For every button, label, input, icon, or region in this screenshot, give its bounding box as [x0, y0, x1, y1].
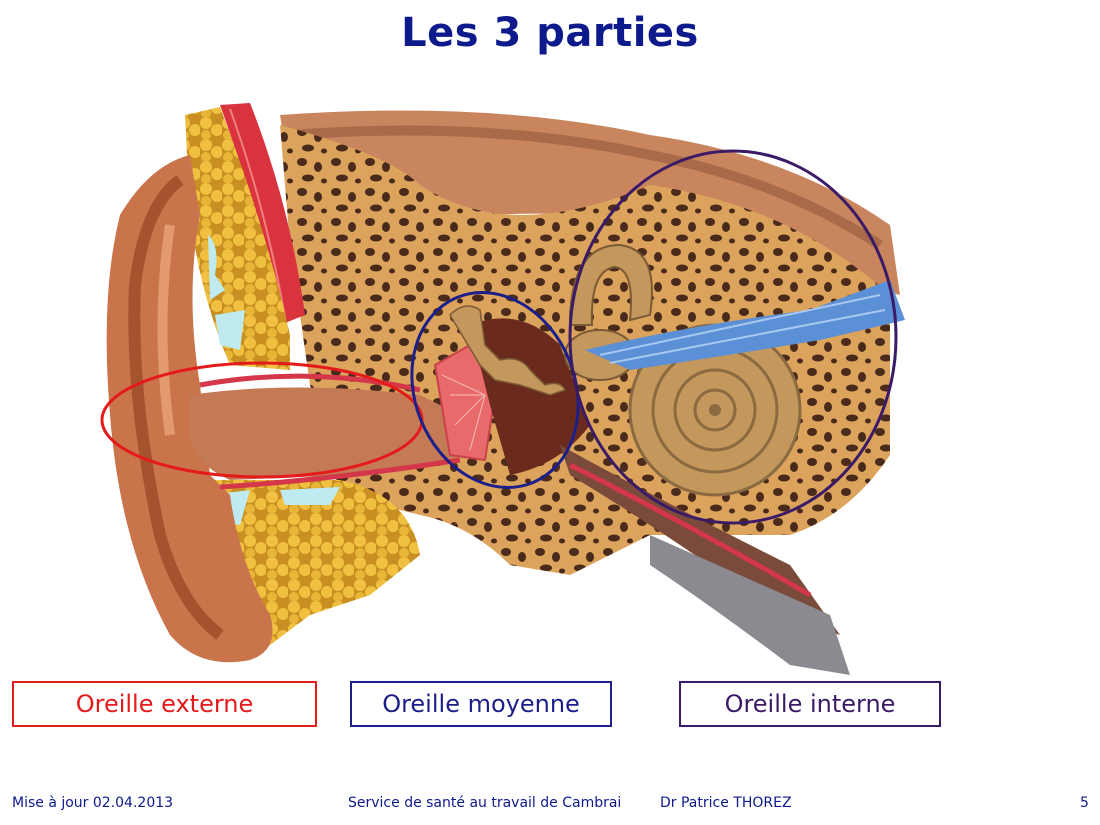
- footer-author: Dr Patrice THOREZ: [660, 795, 792, 811]
- label-external-ear: Oreille externe: [12, 681, 317, 727]
- fatty-tissue-upper: [185, 107, 290, 370]
- label-external-ear-text: Oreille externe: [75, 690, 254, 718]
- label-middle-ear-text: Oreille moyenne: [382, 690, 580, 718]
- footer-service: Service de santé au travail de Cambrai: [348, 795, 622, 811]
- skull-skin-layer: [280, 110, 900, 295]
- label-inner-ear: Oreille interne: [679, 681, 941, 727]
- inner-ear-outline: [568, 149, 898, 525]
- ossicles: [449, 305, 567, 396]
- auditory-nerve: [585, 280, 905, 370]
- eustachian-tube: [560, 445, 840, 635]
- eardrum: [433, 343, 497, 462]
- pinna: [106, 155, 273, 663]
- label-middle-ear: Oreille moyenne: [350, 681, 612, 727]
- tympanic-cavity: [470, 318, 590, 475]
- footer-page-number: 5: [1080, 795, 1089, 811]
- ear-canal: [190, 387, 470, 480]
- label-inner-ear-text: Oreille interne: [724, 690, 896, 718]
- footer-update-date: Mise à jour 02.04.2013: [12, 795, 174, 811]
- semicircular-canals: [568, 243, 653, 326]
- middle-ear-outline: [410, 291, 580, 489]
- ear-anatomy-diagram: [100, 103, 905, 675]
- slide-title: Les 3 parties: [401, 10, 699, 56]
